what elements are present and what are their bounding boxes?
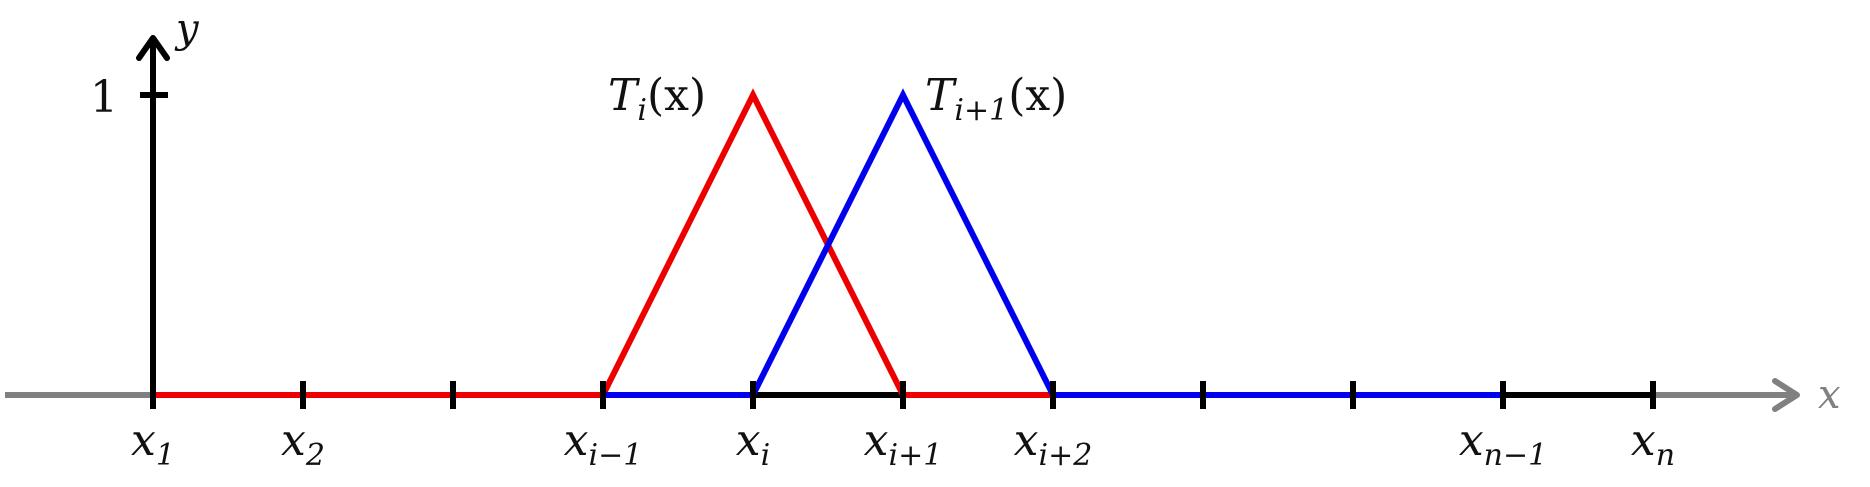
red-hat-triangle xyxy=(600,88,906,397)
label-t-i-plus-1: Ti+1(x) xyxy=(925,70,1067,128)
node-label-1-name: x xyxy=(131,415,156,466)
y-axis-label: y xyxy=(174,6,200,52)
x-axis-arrowhead xyxy=(1772,378,1800,412)
node-label-2-name: x xyxy=(281,415,306,466)
label-t-i-plus-1-name: T xyxy=(925,70,958,121)
node-label-11: xn xyxy=(1631,415,1675,473)
node-label-11-subscript: n xyxy=(1656,438,1675,473)
node-label-5-subscript: i xyxy=(761,438,771,473)
label-t-i-subscript: i xyxy=(637,93,647,128)
node-label-7: xi+2 xyxy=(1014,415,1093,473)
node-label-4: xi−1 xyxy=(564,415,643,473)
y-axis-arrowhead xyxy=(136,35,170,61)
node-label-6: xi+1 xyxy=(864,415,943,473)
node-label-1: x1 xyxy=(131,415,175,473)
node-label-7-subscript: i+2 xyxy=(1039,438,1093,473)
node-label-4-subscript: i−1 xyxy=(589,438,643,473)
red-hat-function xyxy=(153,88,1053,398)
label-t-i-plus-1-subscript: i+1 xyxy=(954,93,1008,128)
label-t-i-argument: (x) xyxy=(647,70,706,121)
label-t-i-plus-1-argument: (x) xyxy=(1008,70,1067,121)
y-axis: 1 y xyxy=(90,6,200,398)
blue-hat-triangle xyxy=(750,88,1056,397)
node-label-10: xn−1 xyxy=(1459,415,1547,473)
node-label-1-subscript: 1 xyxy=(156,438,175,473)
node-label-6-name: x xyxy=(864,415,889,466)
node-label-5: xi xyxy=(736,415,770,473)
label-t-i: Ti(x) xyxy=(608,70,706,128)
x-ticks xyxy=(150,381,1656,409)
node-label-4-name: x xyxy=(564,415,589,466)
blue-hat-function xyxy=(603,88,1503,398)
node-label-5-name: x xyxy=(736,415,761,466)
node-label-10-name: x xyxy=(1459,415,1484,466)
node-label-7-name: x xyxy=(1014,415,1039,466)
node-label-10-subscript: n−1 xyxy=(1484,438,1548,473)
node-label-2: x2 xyxy=(281,415,325,473)
y-tick-label-one: 1 xyxy=(90,72,118,123)
node-label-11-name: x xyxy=(1631,415,1656,466)
node-label-2-subscript: 2 xyxy=(305,438,325,473)
node-label-6-subscript: i+1 xyxy=(889,438,943,473)
x-axis-label: x xyxy=(1818,372,1841,418)
label-t-i-name: T xyxy=(608,70,641,121)
